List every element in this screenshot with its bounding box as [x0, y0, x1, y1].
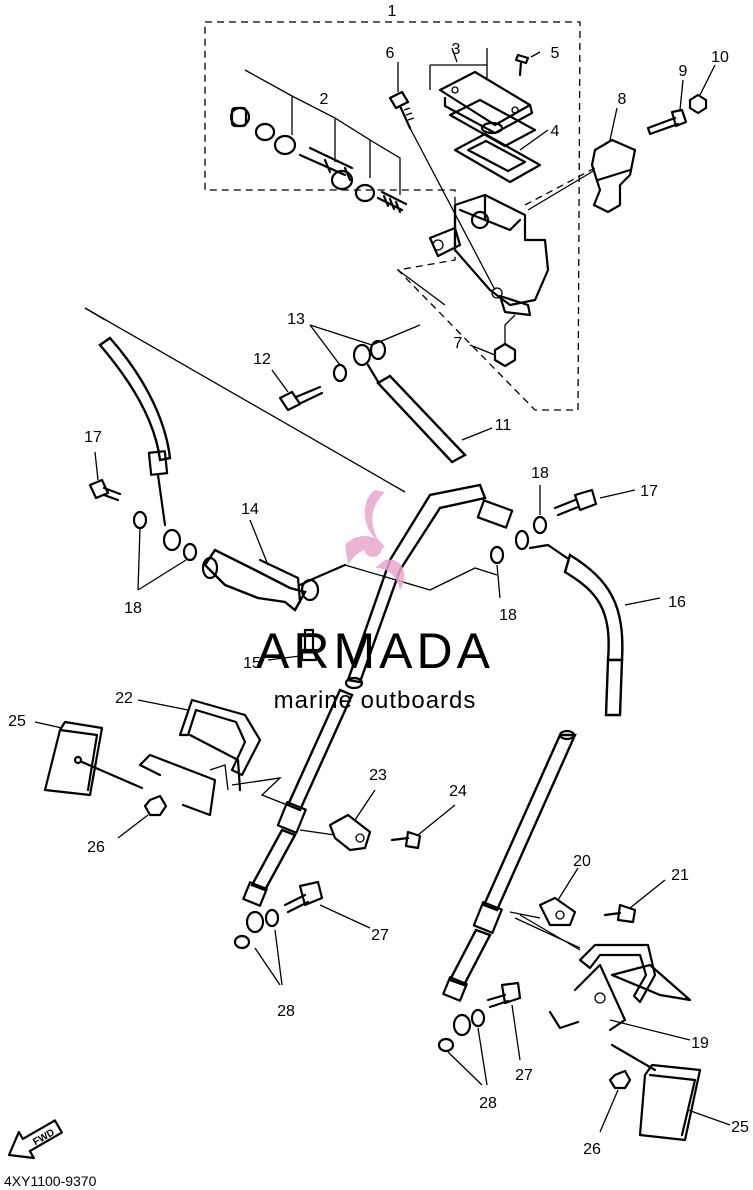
bolt-6: [388, 62, 496, 291]
nut-10: [688, 64, 716, 115]
callout-13: 13: [287, 311, 305, 328]
bolt-15: [267, 628, 318, 662]
screw-24: [390, 804, 456, 850]
clamp-20: [509, 867, 581, 951]
callout-18-upper-right: 18: [531, 465, 549, 482]
joint-14: [201, 519, 347, 612]
callout-7: 7: [454, 335, 463, 352]
callout-28-right: 28: [479, 1095, 497, 1112]
callout-18-left: 18: [124, 600, 142, 617]
callout-12: 12: [253, 351, 271, 368]
hose-guide-lines: [231, 777, 301, 811]
forward-arrow-icon: FWD: [7, 1119, 63, 1160]
hose-guide-19: [548, 943, 692, 1041]
nut-7: [469, 314, 517, 368]
watermark-brand: ARMADA: [256, 623, 494, 679]
callout-10: 10: [711, 49, 729, 66]
clamp-23: [299, 789, 376, 852]
brake-hose-upper-left: [98, 336, 182, 552]
callout-6: 6: [386, 45, 395, 62]
callout-14: 14: [241, 501, 259, 518]
callout-18-center: 18: [499, 607, 517, 624]
master-cylinder-body: [428, 193, 550, 317]
callout-27-left: 27: [371, 927, 389, 944]
piston-kit: [229, 69, 408, 214]
holder-8: [527, 107, 637, 214]
callout-19: 19: [691, 1035, 709, 1052]
screw-21: [603, 879, 666, 924]
callout-26-right: 26: [583, 1141, 601, 1158]
union-bolt-27-right: [447, 981, 522, 1086]
part-code: 4XY1100-9370: [4, 1173, 97, 1189]
fwd-label: FWD: [31, 1127, 56, 1148]
callout-21: 21: [671, 867, 689, 884]
nut-26-right: [599, 1069, 632, 1133]
union-bolt-17-left: [88, 451, 198, 591]
callouts: 1 2 3 4 5 6 7 8 9 10 11 12 13 14 15 16 1…: [8, 3, 749, 1158]
callout-24: 24: [449, 783, 467, 800]
bolt-9: [646, 79, 688, 136]
nut-26-left: [117, 794, 168, 839]
callout-16: 16: [668, 594, 686, 611]
callout-4: 4: [551, 123, 560, 140]
alignment-line: [524, 167, 596, 206]
brake-hose-lower-right: [437, 729, 577, 1053]
brake-hose-lower-left: [233, 688, 354, 950]
callout-26-left: 26: [87, 839, 105, 856]
reference-line-tick: [84, 307, 106, 321]
reference-line-b: [397, 269, 446, 306]
callout-20: 20: [573, 853, 591, 870]
propeller-logo-icon: [345, 490, 405, 590]
brake-pipe-16: [344, 483, 661, 717]
callout-2: 2: [320, 91, 329, 108]
callout-25-left: 25: [8, 713, 26, 730]
callout-17-left: 17: [84, 429, 102, 446]
reference-line-a: [84, 307, 406, 493]
callout-17-right: 17: [640, 483, 658, 500]
reservoir-cap: [429, 47, 549, 184]
union-bolt-17-right: [429, 485, 636, 599]
watermark: ARMADA marine outboards: [256, 490, 494, 714]
brake-hose-11: [352, 343, 493, 464]
callout-5: 5: [551, 45, 560, 62]
callout-28-left: 28: [277, 1003, 295, 1020]
pedal-25-left: [34, 720, 144, 797]
callout-1: 1: [388, 3, 397, 20]
callout-22: 22: [115, 690, 133, 707]
union-bolt-12: [271, 324, 421, 412]
callout-9: 9: [679, 63, 688, 80]
callout-23: 23: [369, 767, 387, 784]
callout-15: 15: [243, 655, 261, 672]
callout-3: 3: [452, 41, 461, 58]
union-bolt-27-left: [254, 880, 371, 986]
watermark-tagline: marine outboards: [274, 687, 477, 714]
callout-8: 8: [618, 91, 627, 108]
callout-25-right: 25: [731, 1119, 749, 1136]
callout-27-right: 27: [515, 1067, 533, 1084]
guide-line: [344, 564, 431, 591]
pedal-25-right: [610, 1043, 731, 1142]
hose-guide-22: [137, 698, 262, 817]
callout-11: 11: [495, 417, 512, 434]
